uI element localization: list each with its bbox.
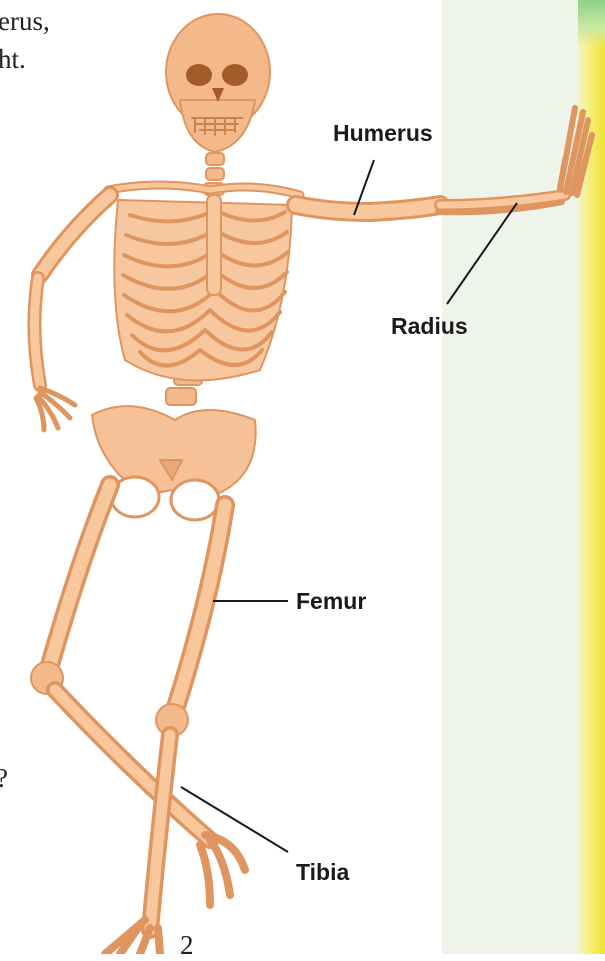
skeleton — [31, 14, 592, 954]
left-arm — [34, 195, 110, 430]
legs — [31, 485, 245, 954]
label-radius: Radius — [391, 313, 468, 340]
label-tibia: Tibia — [296, 859, 349, 886]
radius-leader-line — [447, 203, 517, 304]
rib-cage — [114, 195, 292, 380]
label-humerus: Humerus — [333, 120, 433, 147]
label-femur: Femur — [296, 588, 366, 615]
skull — [166, 14, 270, 152]
